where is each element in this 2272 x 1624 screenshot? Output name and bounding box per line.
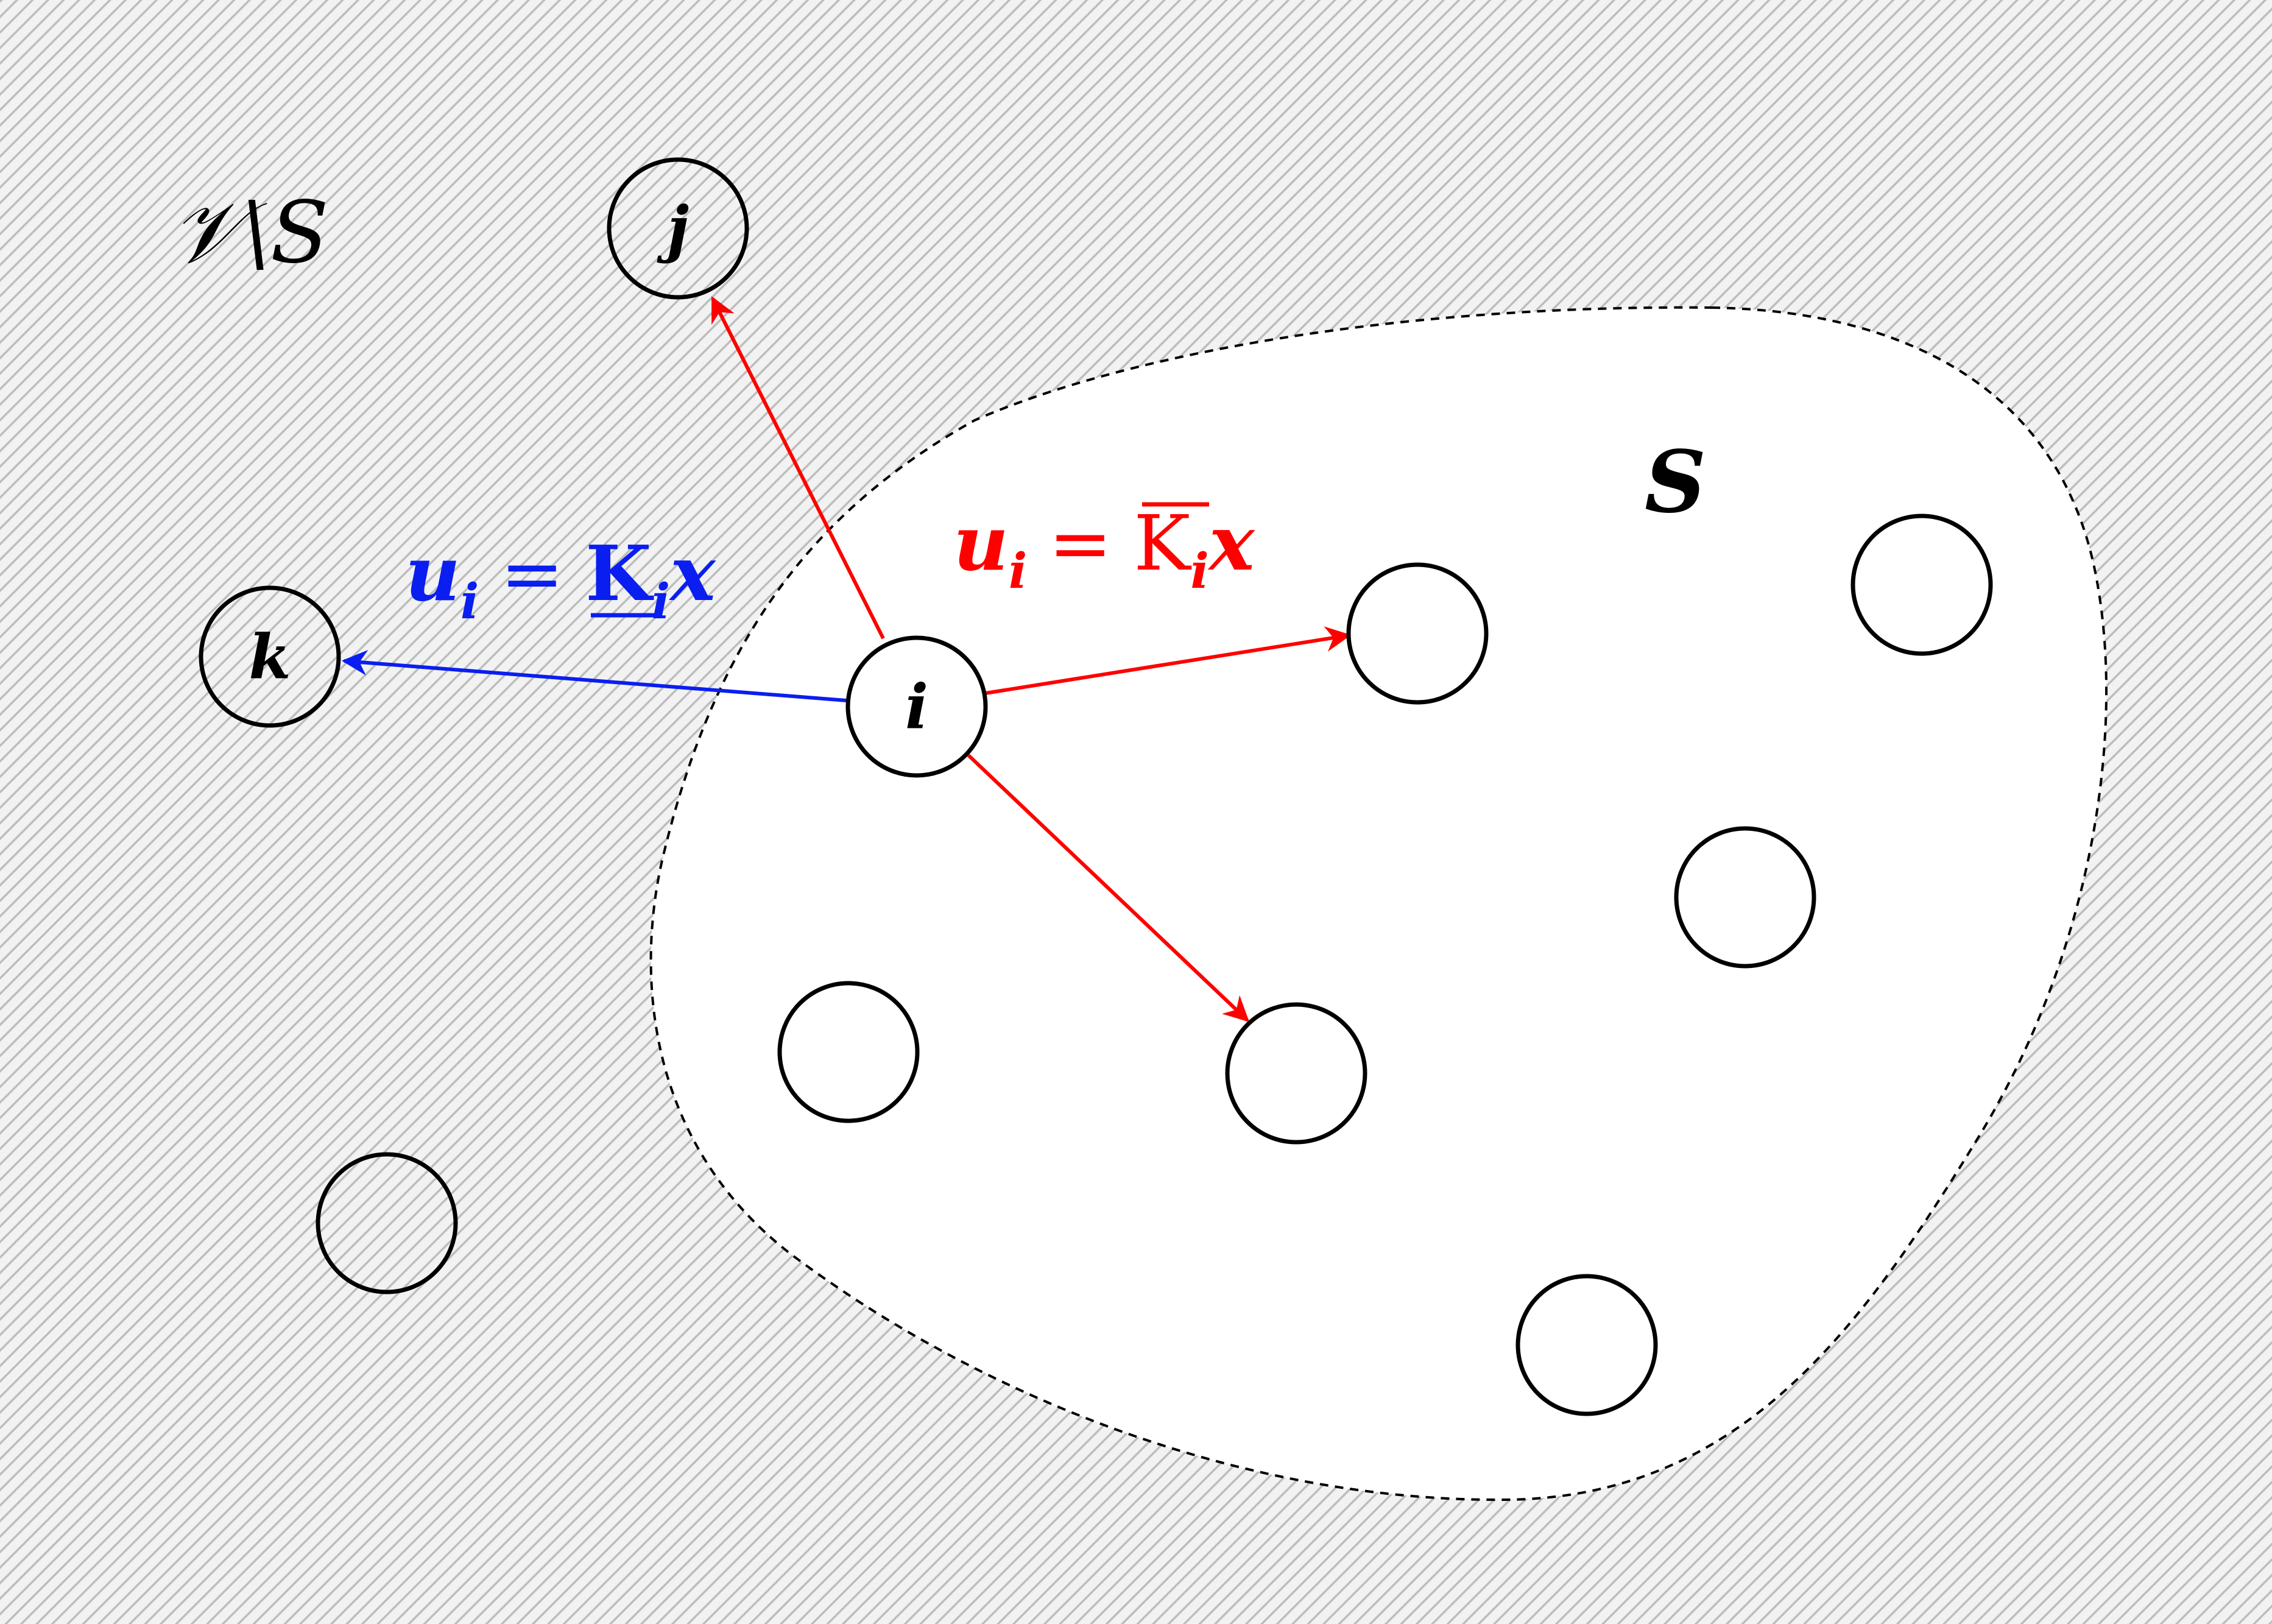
set-s-label: S [1645,432,1706,532]
node-i: i [845,635,988,778]
node-outside-bottom [316,1152,458,1294]
formula-red-k: K [1134,500,1192,588]
formula-red-eq: = [1048,500,1112,588]
formula-red: ui=Kix [953,499,1255,599]
node-k-label: k [249,621,291,693]
formula-blue: ui=Kix [405,529,716,630]
formula-blue-eq: = [500,530,564,618]
formula-blue-u: u [405,529,460,618]
node-k: k [199,585,341,728]
node-s-4 [1225,1002,1367,1145]
formula-red-u: u [953,499,1009,588]
formula-blue-k-sub: i [652,573,670,630]
node-i-label: i [905,671,928,743]
formula-blue-x: x [668,529,716,618]
formula-blue-u-sub: i [460,573,479,630]
edge-i-to-node-right [985,626,1352,695]
set-s-region [649,306,2108,1502]
formula-red-x: x [1207,499,1255,588]
node-s-1 [1346,562,1489,705]
node-s-2 [1850,514,1993,656]
svg-text:ui=Kix: ui=Kix [953,499,1255,599]
formula-blue-k: K [585,529,654,618]
edge-i-to-k [341,650,847,702]
formula-red-u-sub: i [1009,542,1027,599]
edge-i-to-node-lower [967,754,1250,1022]
formula-red-k-sub: i [1190,542,1208,599]
svg-text:ui=Kix: ui=Kix [405,529,716,630]
outside-region-label: 𝒱\S [171,183,329,283]
edge-i-to-j [711,296,885,640]
node-s-5 [777,981,920,1123]
set-minus-s: \S [242,183,329,283]
node-s-6 [1515,1274,1658,1416]
node-s-3 [1674,826,1816,969]
